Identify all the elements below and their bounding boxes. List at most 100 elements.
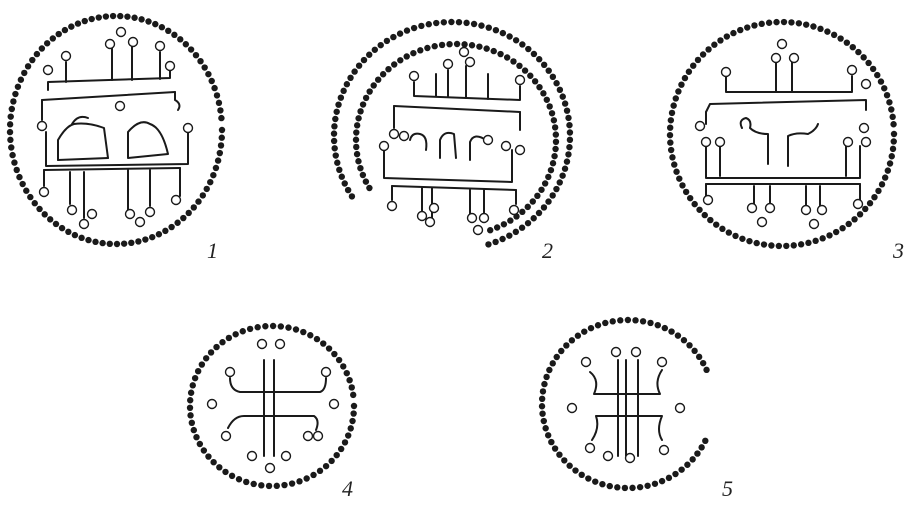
- border-dot: [226, 335, 232, 341]
- border-dot: [210, 172, 216, 178]
- border-dot: [513, 229, 519, 235]
- border-dot: [564, 107, 570, 113]
- border-dot: [614, 484, 620, 490]
- seal-5-cross-motif: [590, 360, 662, 456]
- border-dot: [671, 161, 677, 167]
- border-dot: [333, 152, 339, 158]
- border-dot: [92, 239, 98, 245]
- seal-3-middle-panel: [706, 118, 860, 178]
- border-dot: [519, 225, 525, 231]
- border-dot: [812, 238, 818, 244]
- seal-2-ring-terminals: [380, 48, 525, 235]
- border-dot: [690, 62, 696, 68]
- border-dot: [746, 238, 752, 244]
- border-dot: [217, 150, 223, 156]
- border-dot: [200, 192, 206, 198]
- border-dot: [121, 240, 127, 246]
- border-dot: [243, 479, 249, 485]
- border-dot: [204, 186, 210, 192]
- border-dot: [195, 198, 201, 204]
- border-dot: [689, 456, 695, 462]
- border-dot: [75, 20, 81, 26]
- border-dot: [870, 66, 876, 72]
- border-dot: [640, 318, 646, 324]
- border-dot: [810, 23, 816, 29]
- border-dot: [390, 34, 396, 40]
- border-dot: [882, 174, 888, 180]
- border-dot: [545, 432, 551, 438]
- border-dot: [469, 42, 475, 48]
- border-dot: [117, 13, 123, 19]
- border-dot: [317, 468, 323, 474]
- border-dot: [713, 221, 719, 227]
- border-dot: [218, 142, 224, 148]
- border-dot: [314, 336, 320, 342]
- border-dot: [545, 198, 551, 204]
- border-dot: [550, 360, 556, 366]
- border-dot: [556, 451, 562, 457]
- border-dot: [824, 28, 830, 34]
- border-dot: [293, 326, 299, 332]
- border-dot: [669, 154, 675, 160]
- border-dot: [560, 93, 566, 99]
- border-dot: [531, 215, 537, 221]
- border-dot: [569, 337, 575, 343]
- border-dot: [730, 30, 736, 36]
- border-dot: [548, 167, 554, 173]
- border-dot: [32, 200, 38, 206]
- border-dot: [7, 129, 13, 135]
- border-dot: [698, 444, 704, 450]
- border-dot: [539, 410, 545, 416]
- border-dot: [380, 71, 386, 77]
- border-dot: [874, 72, 880, 78]
- border-dot: [519, 209, 525, 215]
- border-dot: [192, 375, 198, 381]
- border-dot: [525, 220, 531, 226]
- border-dot: [667, 132, 673, 138]
- border-dot: [702, 212, 708, 218]
- border-dot: [675, 88, 681, 94]
- border-dot: [625, 317, 631, 323]
- border-dot: [564, 158, 570, 164]
- border-dot: [270, 323, 276, 329]
- border-dot: [353, 129, 359, 135]
- border-dot: [218, 115, 224, 121]
- border-dot: [89, 16, 95, 22]
- border-dot: [357, 108, 363, 114]
- border-dot: [891, 131, 897, 137]
- border-dot: [717, 37, 723, 43]
- border-dot: [557, 179, 563, 185]
- border-dot: [610, 318, 616, 324]
- border-dot: [36, 206, 42, 212]
- border-dot: [142, 236, 148, 242]
- figure-label-4: 4: [342, 478, 353, 500]
- border-dot: [566, 122, 572, 128]
- border-dot: [850, 44, 856, 50]
- border-dot: [805, 240, 811, 246]
- border-dot: [296, 478, 302, 484]
- border-dot: [213, 165, 219, 171]
- border-dot: [7, 137, 13, 143]
- border-dot: [791, 242, 797, 248]
- border-dot: [229, 473, 235, 479]
- border-dot: [11, 159, 17, 165]
- border-dot: [798, 241, 804, 247]
- border-dot: [703, 367, 709, 373]
- border-dot: [691, 348, 697, 354]
- border-dot: [563, 342, 569, 348]
- border-dot: [8, 113, 14, 119]
- border-dot: [232, 331, 238, 337]
- border-dot: [7, 121, 13, 127]
- seal-4: [187, 323, 357, 489]
- border-dot: [711, 42, 717, 48]
- border-dot: [350, 410, 356, 416]
- figure-label-1: 1: [207, 240, 218, 262]
- border-dot: [165, 28, 171, 34]
- border-dot: [357, 165, 363, 171]
- border-dot: [540, 388, 546, 394]
- border-dot: [27, 194, 33, 200]
- border-dot: [384, 38, 390, 44]
- border-dot: [124, 13, 130, 19]
- border-dot: [536, 84, 542, 90]
